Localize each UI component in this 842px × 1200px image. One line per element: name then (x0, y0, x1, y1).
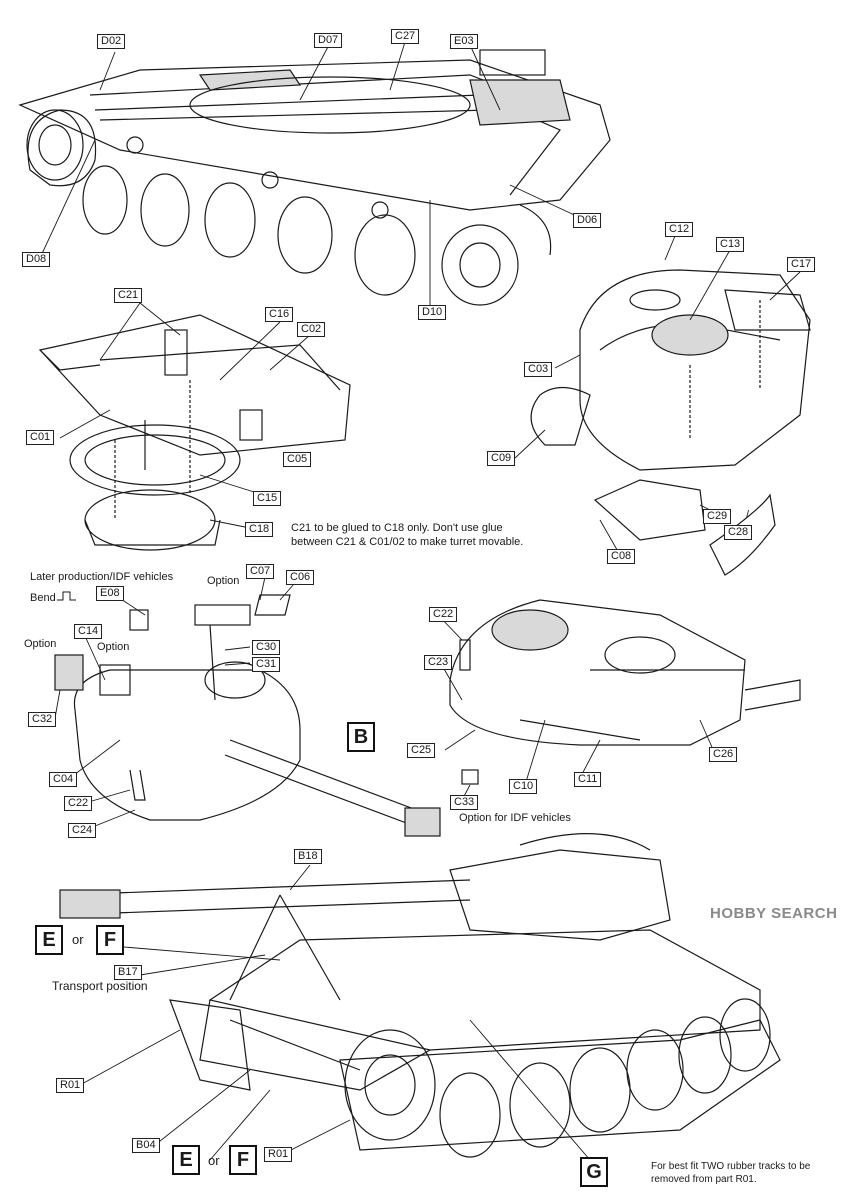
label-c10: C10 (509, 779, 538, 794)
label-c26: C26 (709, 747, 738, 762)
label-c09: C09 (487, 451, 516, 466)
label-c24: C24 (68, 823, 97, 838)
label-e08: E08 (96, 586, 124, 601)
label-c22-right: C22 (429, 607, 458, 622)
label-c18: C18 (245, 522, 274, 537)
bend-symbol (57, 591, 76, 601)
label-c23: C23 (424, 655, 453, 670)
label-d02: D02 (97, 34, 126, 49)
label-c29: C29 (703, 509, 732, 524)
option-idf-note: Option for IDF vehicles (459, 812, 571, 824)
label-r01-left: R01 (56, 1078, 85, 1093)
label-c04: C04 (49, 772, 78, 787)
label-b04: B04 (132, 1138, 160, 1153)
or-text-top: or (72, 932, 84, 947)
option-note-c07: Option (207, 575, 240, 587)
label-c32: C32 (28, 712, 57, 727)
label-c25: C25 (407, 743, 436, 758)
label-c08: C08 (607, 549, 636, 564)
label-c13: C13 (716, 237, 745, 252)
label-c03: C03 (524, 362, 553, 377)
label-c17: C17 (787, 257, 816, 272)
turret-rear-drawing (449, 599, 801, 785)
complete-tank-drawing (59, 833, 781, 1158)
label-c01: C01 (26, 430, 55, 445)
label-d08: D08 (22, 252, 51, 267)
transport-position-note: Transport position (52, 979, 148, 993)
label-c30: C30 (252, 640, 281, 655)
label-b17: B17 (114, 965, 142, 980)
label-c12: C12 (665, 222, 694, 237)
subassembly-b-label: B (347, 722, 375, 752)
label-c14: C14 (74, 624, 103, 639)
label-c28: C28 (724, 525, 753, 540)
label-d10: D10 (418, 305, 447, 320)
label-c16: C16 (265, 307, 294, 322)
label-c11: C11 (574, 772, 602, 787)
label-b18: B18 (294, 849, 322, 864)
subassembly-e-label-top: E (35, 925, 63, 955)
label-c05: C05 (283, 452, 312, 467)
glue-note-line1: C21 to be glued to C18 only. Don't use g… (291, 522, 503, 534)
c29-slash: / (746, 509, 750, 521)
label-c15: C15 (253, 491, 282, 506)
subassembly-f-label-bottom: F (229, 1145, 257, 1175)
label-c02: C02 (297, 322, 326, 337)
tracks-note-line1: For best fit TWO rubber tracks to be (651, 1161, 811, 1172)
bend-note: Bend (30, 592, 56, 604)
subassembly-e-label-bottom: E (172, 1145, 200, 1175)
subassembly-g-label: G (580, 1157, 608, 1187)
leader-lines (39, 41, 801, 1161)
hull-chassis-drawing (18, 49, 611, 306)
label-c31: C31 (252, 657, 281, 672)
option-note-c14: Option (97, 641, 130, 653)
turret-basket-drawing (38, 314, 351, 551)
watermark: HOBBY SEARCH (710, 905, 838, 922)
label-c22-left: C22 (64, 796, 93, 811)
label-c06: C06 (286, 570, 315, 585)
turret-body-drawing (530, 269, 811, 576)
or-text-bottom: or (208, 1153, 220, 1168)
label-r01-bottom: R01 (264, 1147, 293, 1162)
later-production-note: Later production/IDF vehicles (30, 571, 174, 583)
label-c27: C27 (391, 29, 420, 44)
label-c21: C21 (114, 288, 143, 303)
subassembly-f-label-top: F (96, 925, 124, 955)
label-e03: E03 (450, 34, 478, 49)
turret-gun-drawing (54, 594, 441, 837)
label-d06: D06 (573, 213, 602, 228)
label-c33: C33 (450, 795, 479, 810)
tracks-note-line2: removed from part R01. (651, 1174, 757, 1185)
glue-note-line2: between C21 & C01/02 to make turret mova… (291, 536, 524, 548)
label-c07: C07 (246, 564, 275, 579)
label-d07: D07 (314, 33, 343, 48)
option-note-c32: Option (24, 638, 57, 650)
